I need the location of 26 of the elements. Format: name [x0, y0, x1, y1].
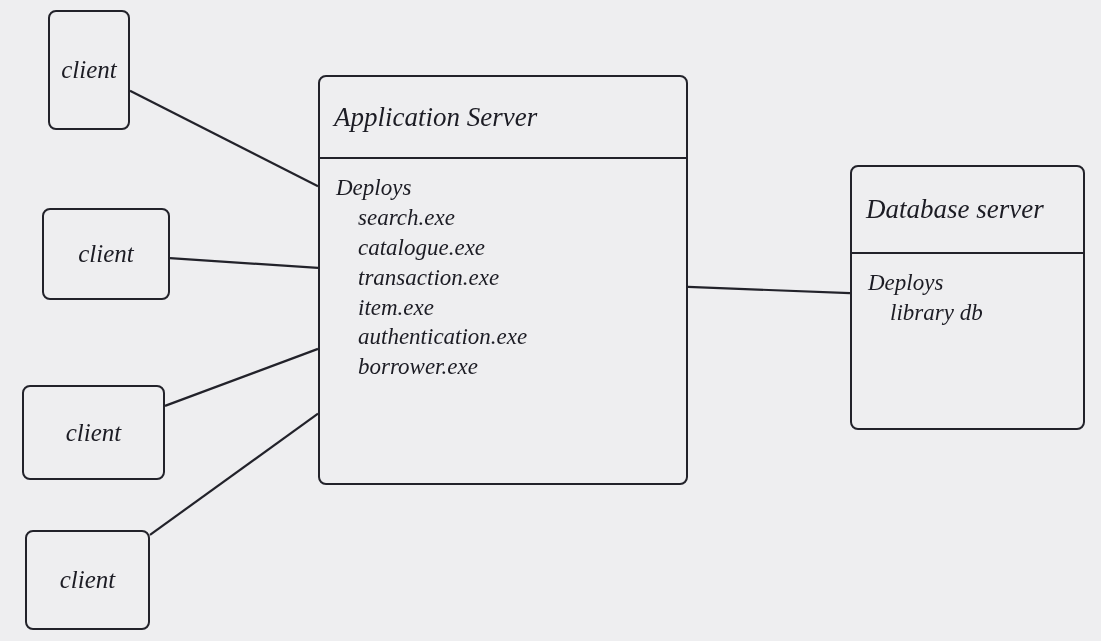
connector-line: [687, 285, 851, 295]
connector-line: [149, 412, 319, 536]
section-label: Deploys: [336, 174, 412, 202]
node-label: client: [65, 418, 122, 447]
deployed-file: search.exe: [358, 203, 455, 232]
connector-line: [164, 347, 319, 407]
server-box: [318, 75, 688, 485]
client-box: [25, 530, 150, 630]
deployed-file: item.exe: [358, 293, 434, 322]
deployed-file: catalogue.exe: [358, 233, 486, 262]
deployed-file: borrower.exe: [358, 353, 478, 382]
deployed-file: library db: [890, 298, 983, 327]
node-heading: Application Server: [334, 101, 538, 133]
node-label: client: [59, 566, 116, 594]
section-label: Deploys: [868, 269, 944, 297]
node-label: client: [61, 56, 117, 84]
client-box: [42, 208, 170, 300]
connector-line: [169, 257, 319, 269]
client-box: [22, 385, 165, 480]
deployed-file: authentication.exe: [358, 323, 528, 352]
client-box: [48, 10, 130, 130]
node-label: client: [78, 240, 134, 268]
deployed-file: transaction.exe: [358, 263, 500, 292]
node-heading: Database server: [866, 194, 1044, 225]
server-box: [850, 165, 1085, 430]
connector-line: [129, 89, 319, 188]
